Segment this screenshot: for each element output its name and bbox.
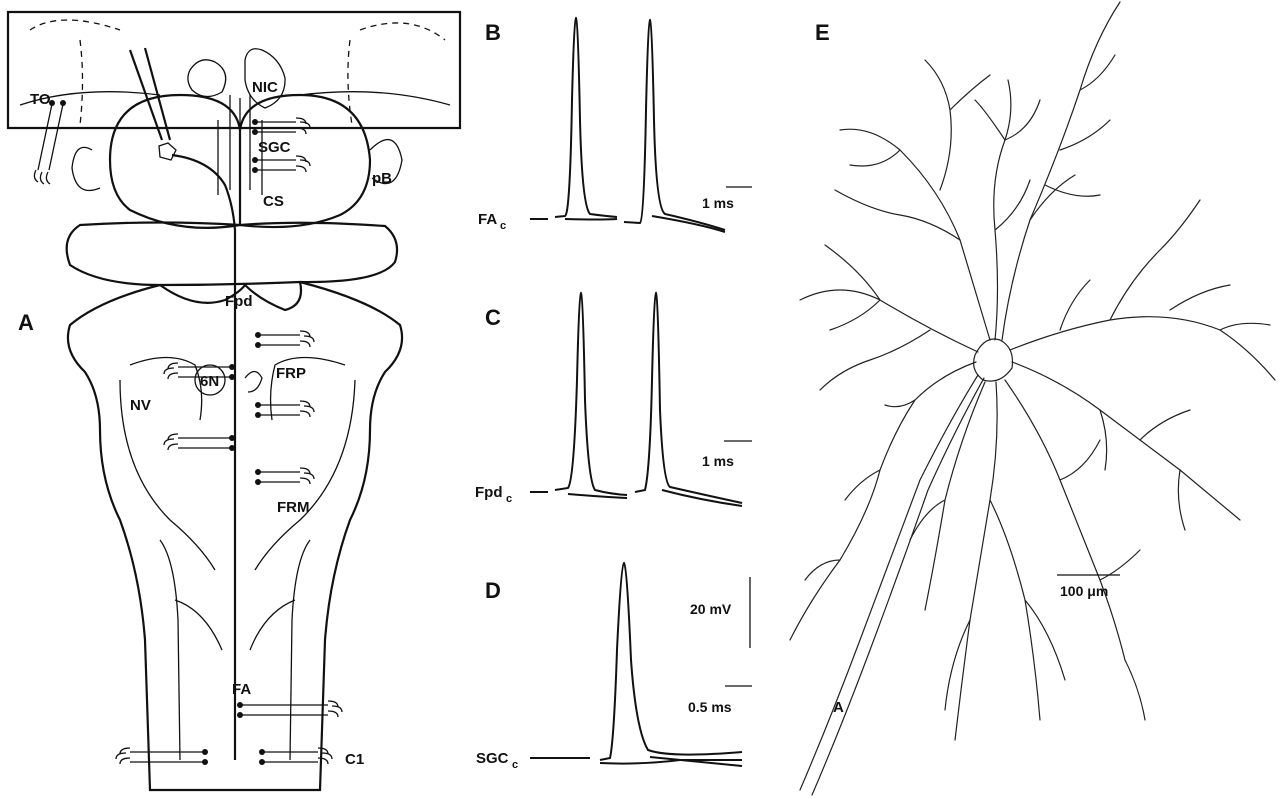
label-c1: C1 [345,751,364,768]
trace-d [530,563,742,760]
label-6n: 6N [200,373,219,390]
panel-b: B 1 ms FA c [478,18,752,232]
panel-e: E [790,2,1275,795]
trace-c-sub: c [506,493,512,505]
trace-b [530,18,725,230]
label-frm: FRM [277,499,310,516]
scale-d-voltage-label: 20 mV [690,601,732,617]
neuron-reconstruction [790,2,1275,795]
label-pb: pB [372,170,392,187]
label-nic: NIC [252,79,278,96]
panel-b-letter: B [485,20,501,45]
label-cs: CS [263,193,284,210]
label-frp: FRP [276,365,306,382]
panel-d-letter: D [485,578,501,603]
trace-b-sub: c [500,220,506,232]
label-fpd: Fpd [225,293,253,310]
axon-label: A [833,699,844,716]
panel-c: C 1 ms Fpd c [475,293,752,506]
stimulating-electrodes [34,100,342,765]
label-to: TO [30,91,51,108]
panel-a: A [8,12,460,790]
scale-e-label: 100 μm [1060,583,1108,599]
scale-b-label: 1 ms [702,195,734,211]
label-nv: NV [130,397,151,414]
trace-d-label: SGC [476,750,509,767]
scale-d-time-label: 0.5 ms [688,699,732,715]
panel-c-letter: C [485,305,501,330]
trace-b-label: FA [478,211,497,228]
trace-c [530,293,742,503]
scale-c-label: 1 ms [702,453,734,469]
trace-d-sub: c [512,759,518,771]
panel-d: D 20 mV 0.5 ms SGC c [476,563,752,771]
label-fa: FA [232,681,251,698]
label-sgc: SGC [258,139,291,156]
panel-a-letter: A [18,310,34,335]
panel-e-letter: E [815,20,830,45]
trace-c-label: Fpd [475,484,503,501]
